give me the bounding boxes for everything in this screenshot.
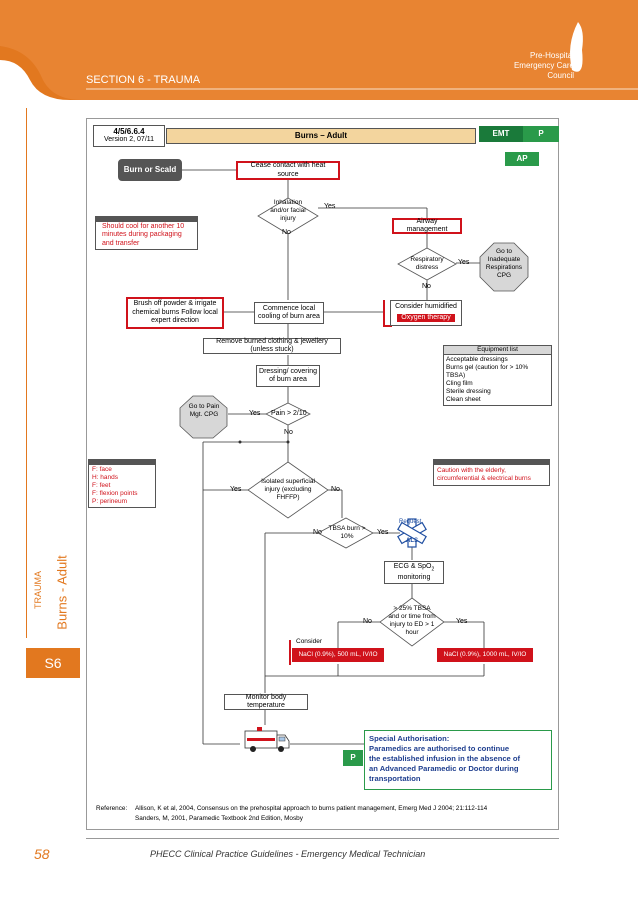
decision-respiratory	[397, 247, 457, 281]
yes-label: Yes	[458, 259, 470, 266]
equipment-list: Equipment list Acceptable dressings Burn…	[443, 345, 552, 406]
monitor-temp-box: Monitor body temperature	[224, 694, 308, 710]
commence-cooling-box: Commence local cooling of burn area	[254, 302, 324, 324]
tbsa-label: TBSA burn > 10%	[328, 525, 366, 540]
star-of-life-icon	[397, 518, 427, 548]
section-code-badge: S6	[26, 648, 80, 678]
footer-divider	[86, 838, 559, 839]
isolated-label: Isolated superficial injury (excluding F…	[261, 478, 315, 501]
nacl-1000-badge: NaCl (0.9%), 1000 mL, IV/IO	[437, 648, 533, 662]
no-label: No	[422, 283, 431, 290]
reference: Reference: Allison, K et al, 2004, Conse…	[96, 805, 488, 822]
no-label: No	[363, 618, 372, 625]
oxygen-therapy-badge: Oxygen therapy	[397, 313, 455, 322]
paramedic-badge: P	[343, 750, 363, 766]
inhalation-label: Inhalation and/or facial injury	[270, 199, 306, 222]
respiratory-label: Respiratory distress	[410, 256, 444, 271]
pain-label: Pain > 2/10	[271, 410, 307, 417]
page-number: 58	[34, 846, 50, 862]
ecg-monitoring-box: ECG & SpO2 monitoring	[384, 561, 444, 584]
no-label: No	[313, 529, 322, 536]
no-label: No	[284, 429, 293, 436]
section-title: SECTION 6 - TRAUMA	[86, 74, 201, 86]
pain-mgt-label: Go to Pain Mgt. CPG	[188, 403, 220, 418]
yes-label: Yes	[324, 203, 336, 210]
als-label: ALS	[406, 538, 418, 544]
nacl-500-badge: NaCl (0.9%), 500 mL, IV/IO	[292, 648, 384, 662]
tbsa25-label: > 25% TBSA and or time from injury to ED…	[388, 605, 436, 636]
humidified-box: Consider humidified Oxygen therapy	[390, 300, 462, 326]
consider-label: Consider	[296, 638, 323, 645]
sidebar-line	[26, 108, 27, 638]
request-label: Request	[399, 519, 422, 525]
octagon-inadequate	[479, 242, 529, 292]
yes-label: Yes	[249, 410, 261, 417]
yes-label: Yes	[230, 486, 242, 493]
decision-inhalation	[257, 197, 319, 235]
cpg-frame	[86, 118, 559, 830]
no-label: No	[331, 486, 340, 493]
decision-pain	[265, 402, 311, 426]
cease-contact-box: Cease contact with heat source	[236, 161, 340, 180]
special-authorisation-box: Special Authorisation: Paramedics are au…	[364, 730, 552, 790]
yes-label: Yes	[456, 618, 468, 625]
remove-clothing-box: Remove burned clothing & jewellery (unle…	[203, 338, 341, 354]
octagon-pain-mgt	[179, 395, 228, 439]
footer-title: PHECC Clinical Practice Guidelines - Eme…	[150, 849, 426, 859]
level-p-badge: P	[523, 126, 559, 142]
yes-label: Yes	[377, 529, 389, 536]
inadequate-label: Go to Inadequate Respirations CPG	[485, 248, 523, 279]
no-label: No	[282, 229, 291, 236]
header-band	[0, 0, 638, 100]
phecc-logo-icon	[570, 22, 583, 72]
decision-tbsa25	[379, 597, 445, 647]
decision-isolated	[247, 461, 329, 519]
cpg-title: Burns – Adult	[166, 128, 476, 144]
caution-box: Caution with the elderly, circumferentia…	[433, 459, 550, 486]
cool-note-box: Should cool for another 10 minutes durin…	[95, 216, 198, 250]
cpg-id-box: 4/5/6.6.4 Version 2, 07/11	[93, 125, 165, 147]
level-ap-badge: AP	[505, 152, 539, 166]
dressing-box: Dressing/ covering of burn area	[256, 365, 320, 387]
ambulance-icon	[244, 727, 290, 752]
decision-tbsa	[317, 517, 374, 549]
council-name: Pre-Hospital Emergency Care Council	[513, 51, 574, 80]
brush-off-box: Brush off powder & irrigate chemical bur…	[126, 297, 224, 329]
start-node: Burn or Scald	[118, 159, 182, 181]
level-emt-badge: EMT	[479, 126, 523, 142]
airway-management-box: Airway management	[392, 218, 462, 234]
fhffp-list: F: face H: hands F: feet F: flexion poin…	[88, 459, 156, 508]
